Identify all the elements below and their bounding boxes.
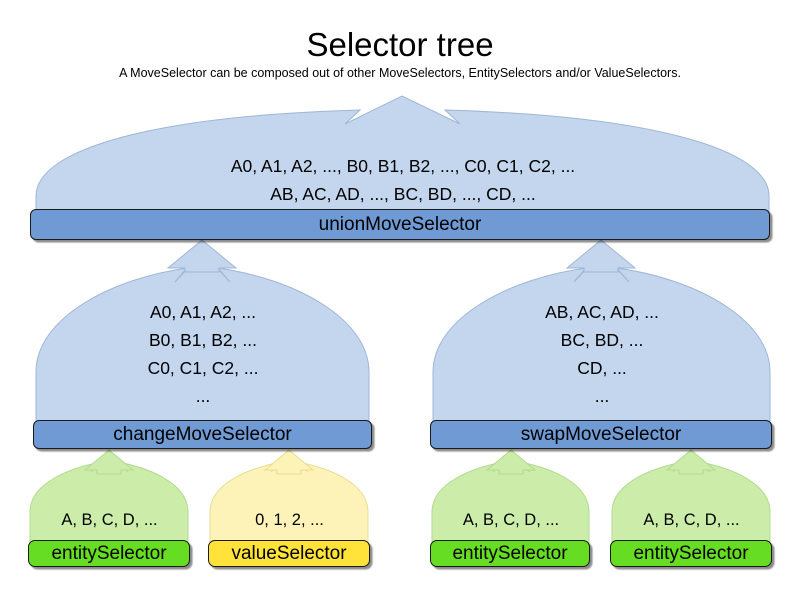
- node-swap-move-selector[interactable]: swapMoveSelector: [430, 420, 772, 449]
- page-subtitle: A MoveSelector can be composed out of ot…: [119, 66, 681, 80]
- swap-to-union-arrow: [565, 239, 637, 273]
- entity-selector-3-label: entitySelector: [633, 542, 749, 564]
- leaf-4-arrow: [665, 449, 717, 475]
- node-value-selector-1[interactable]: valueSelector: [208, 540, 370, 567]
- node-entity-selector-2[interactable]: entitySelector: [430, 540, 590, 567]
- node-union-move-selector[interactable]: unionMoveSelector: [30, 209, 770, 240]
- change-move-selector-label: changeMoveSelector: [113, 423, 292, 445]
- page-title: Selector tree: [306, 26, 494, 63]
- leaf-3-arrow: [485, 449, 537, 475]
- swap-move-selector-label: swapMoveSelector: [520, 423, 682, 445]
- leaf-1-arrow: [83, 449, 135, 475]
- node-change-move-selector[interactable]: changeMoveSelector: [33, 420, 372, 449]
- node-entity-selector-1[interactable]: entitySelector: [28, 540, 190, 567]
- change-to-union-arrow: [166, 239, 238, 273]
- swap-dome-shape: [432, 249, 771, 424]
- change-dome-shape: [35, 249, 370, 424]
- union-dome-shape: [35, 95, 770, 213]
- leaf-2-arrow: [263, 449, 315, 475]
- union-move-selector-label: unionMoveSelector: [318, 213, 482, 235]
- node-entity-selector-3[interactable]: entitySelector: [610, 540, 772, 567]
- entity-selector-1-label: entitySelector: [51, 542, 167, 564]
- value-selector-1-label: valueSelector: [231, 542, 347, 564]
- entity-selector-2-label: entitySelector: [452, 542, 568, 564]
